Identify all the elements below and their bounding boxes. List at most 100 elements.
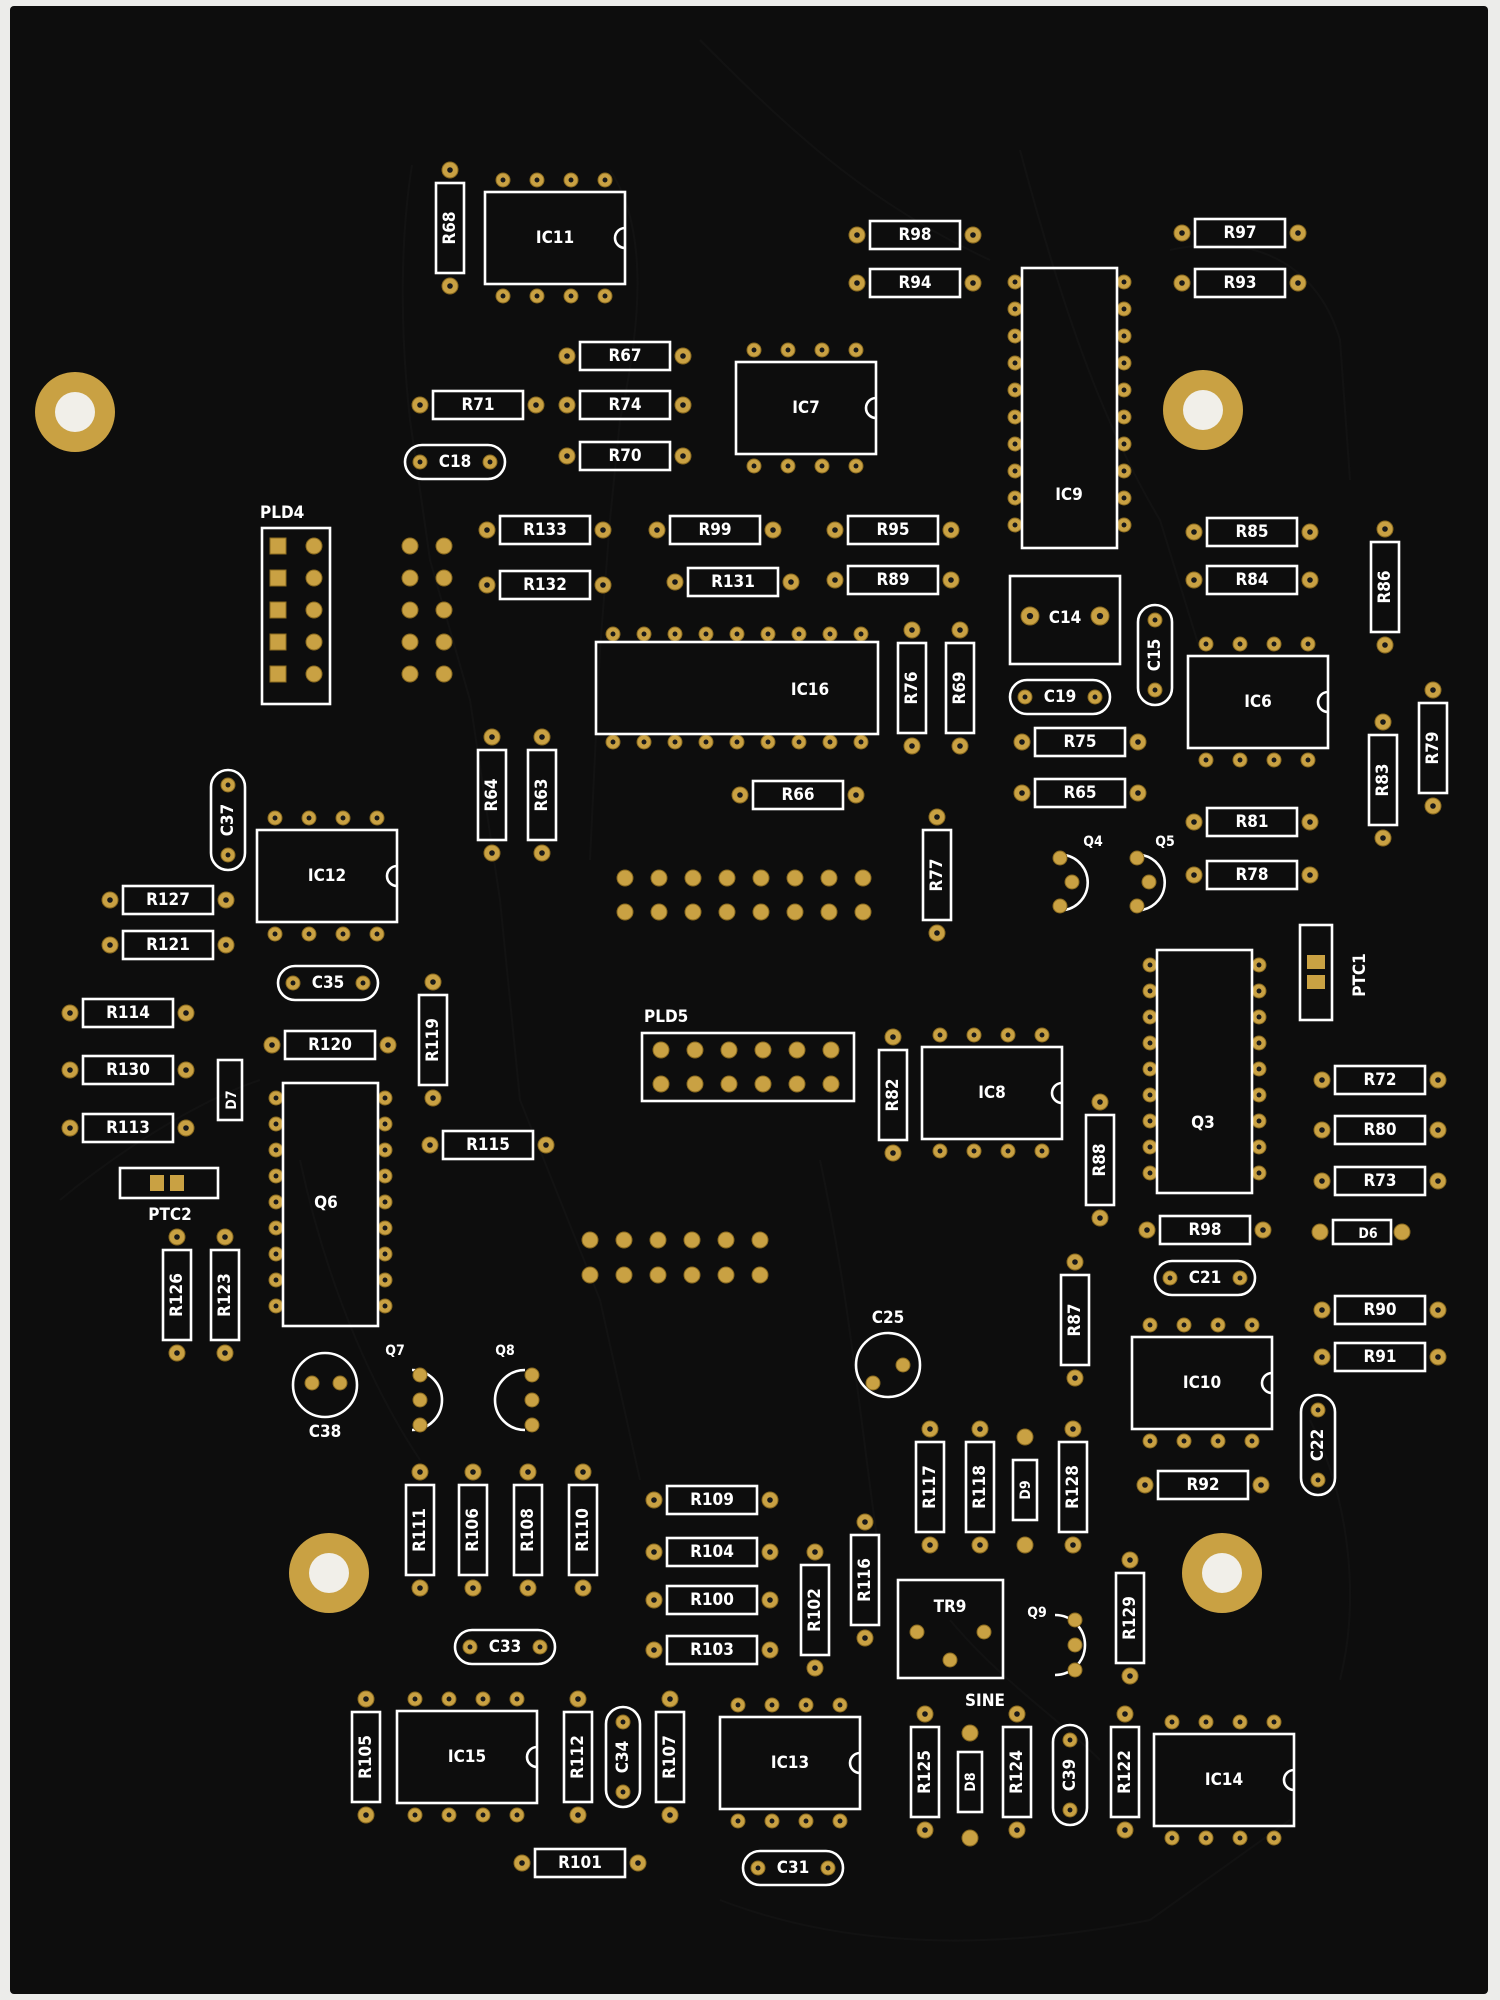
component-label: R77 <box>927 858 947 891</box>
resistor-r98: R98 <box>1138 1214 1272 1246</box>
capacitor-c39: C39 <box>1051 1723 1089 1827</box>
component-label: R131 <box>711 572 755 592</box>
resistor-r64: R64 <box>476 728 508 862</box>
resistor-r97: R97 <box>1173 217 1307 249</box>
resistor-r75: R75 <box>1013 726 1147 758</box>
c25-capacitor: C25 <box>854 1308 922 1399</box>
component-label: R127 <box>146 890 190 910</box>
component-label: R115 <box>466 1135 510 1155</box>
resistor-r66: R66 <box>731 779 865 811</box>
ic16-chip: IC16 <box>594 640 880 736</box>
q9-transistor: Q9 <box>1027 1605 1087 1678</box>
component-label: R108 <box>518 1508 538 1552</box>
large-part-pads <box>268 274 1267 1314</box>
mounting-holes <box>35 370 1262 1613</box>
resistor-r73: R73 <box>1313 1165 1447 1197</box>
ptc1-label: PTC1 <box>1350 953 1370 997</box>
resistor-r124: R124 <box>1001 1705 1033 1839</box>
component-label: R69 <box>950 671 970 704</box>
q9-label: Q9 <box>1027 1605 1046 1621</box>
component-label: C34 <box>613 1741 633 1774</box>
component-label: R66 <box>781 785 814 805</box>
component-label: IC10 <box>1183 1373 1221 1393</box>
component-label: R83 <box>1373 763 1393 796</box>
component-label: R109 <box>690 1490 734 1510</box>
component-label: R90 <box>1363 1300 1396 1320</box>
component-label: R80 <box>1363 1120 1396 1140</box>
q4-label: Q4 <box>1083 834 1103 850</box>
ic9-label: IC9 <box>1055 485 1083 505</box>
component-label: R122 <box>1115 1750 1135 1794</box>
resistor-r80: R80 <box>1313 1114 1447 1146</box>
component-label: R124 <box>1007 1750 1027 1794</box>
resistor-r67: R67 <box>558 340 692 372</box>
resistor-r109: R109 <box>645 1484 779 1516</box>
ic-ic8: IC8 <box>920 1027 1064 1159</box>
resistor-r87: R87 <box>1059 1253 1091 1387</box>
resistor-r130: R130 <box>61 1054 195 1086</box>
ic-ic15: IC15 <box>395 1691 539 1823</box>
tr9-trimmer: TR9 SINE <box>896 1578 1005 1711</box>
capacitor-c31: C31 <box>741 1849 845 1887</box>
resistor-r129: R129 <box>1114 1551 1146 1685</box>
component-label: R117 <box>920 1465 940 1509</box>
component-label: R73 <box>1363 1171 1396 1191</box>
resistor-r91: R91 <box>1313 1341 1447 1373</box>
resistor-r102: R102 <box>799 1543 831 1677</box>
resistor-r126: R126 <box>161 1228 193 1362</box>
resistor-r68: R68 <box>434 161 466 295</box>
q8-transistor: Q8 <box>493 1343 540 1433</box>
resistor-r89: R89 <box>826 564 960 596</box>
resistor-r103: R103 <box>645 1634 779 1666</box>
pld5-label: PLD5 <box>644 1007 688 1027</box>
component-label: R84 <box>1235 570 1268 590</box>
resistor-r99: R99 <box>648 514 782 546</box>
resistor-r120: R120 <box>263 1029 397 1061</box>
component-label: R116 <box>855 1558 875 1602</box>
component-label: R100 <box>690 1590 734 1610</box>
ic-ic6: IC6 <box>1186 636 1330 768</box>
tr9-label: TR9 <box>934 1597 967 1617</box>
ic-ic7: IC7 <box>734 342 878 474</box>
component-label: R123 <box>215 1273 235 1317</box>
d7-label: D7 <box>224 1090 240 1109</box>
q6-chip: Q6 <box>281 1081 380 1328</box>
resistor-r69: R69 <box>944 621 976 755</box>
resistor-r90: R90 <box>1313 1294 1447 1326</box>
resistor-r113: R113 <box>61 1112 195 1144</box>
resistor-r101: R101 <box>513 1847 647 1879</box>
pld4-header: PLD4 <box>260 503 332 706</box>
d6-label: D6 <box>1358 1226 1377 1242</box>
component-label: R87 <box>1065 1303 1085 1336</box>
resistor-r122: R122 <box>1109 1705 1141 1839</box>
d9-label: D9 <box>1018 1480 1034 1499</box>
resistor-r74: R74 <box>558 389 692 421</box>
q7-label: Q7 <box>385 1343 404 1359</box>
component-label: R64 <box>482 778 502 811</box>
q7-transistor: Q7 <box>385 1343 444 1433</box>
component-label: R74 <box>608 395 641 415</box>
component-label: R82 <box>883 1078 903 1111</box>
resistor-r106: R106 <box>457 1463 489 1597</box>
capacitor-c34: C34 <box>604 1705 642 1809</box>
component-label: C31 <box>777 1858 810 1878</box>
resistor-r93: R93 <box>1173 267 1307 299</box>
component-label: R65 <box>1063 783 1096 803</box>
capacitor-c21: C21 <box>1153 1259 1257 1297</box>
component-label: R107 <box>660 1735 680 1779</box>
component-label: IC7 <box>792 398 820 418</box>
resistor-r121: R121 <box>101 929 235 961</box>
component-label: C22 <box>1308 1429 1328 1462</box>
component-label: R95 <box>876 520 909 540</box>
copper-traces <box>59 39 1351 1942</box>
ptc1-thermistor: PTC1 <box>1298 923 1370 1022</box>
component-label: R98 <box>898 225 931 245</box>
resistor-r98: R98 <box>848 219 982 251</box>
component-label: R78 <box>1235 865 1268 885</box>
component-label: R110 <box>573 1508 593 1552</box>
component-label: IC15 <box>448 1747 486 1767</box>
d7-diode: D7 <box>216 1058 244 1122</box>
component-label: R113 <box>106 1118 150 1138</box>
capacitor-c33: C33 <box>453 1628 557 1666</box>
